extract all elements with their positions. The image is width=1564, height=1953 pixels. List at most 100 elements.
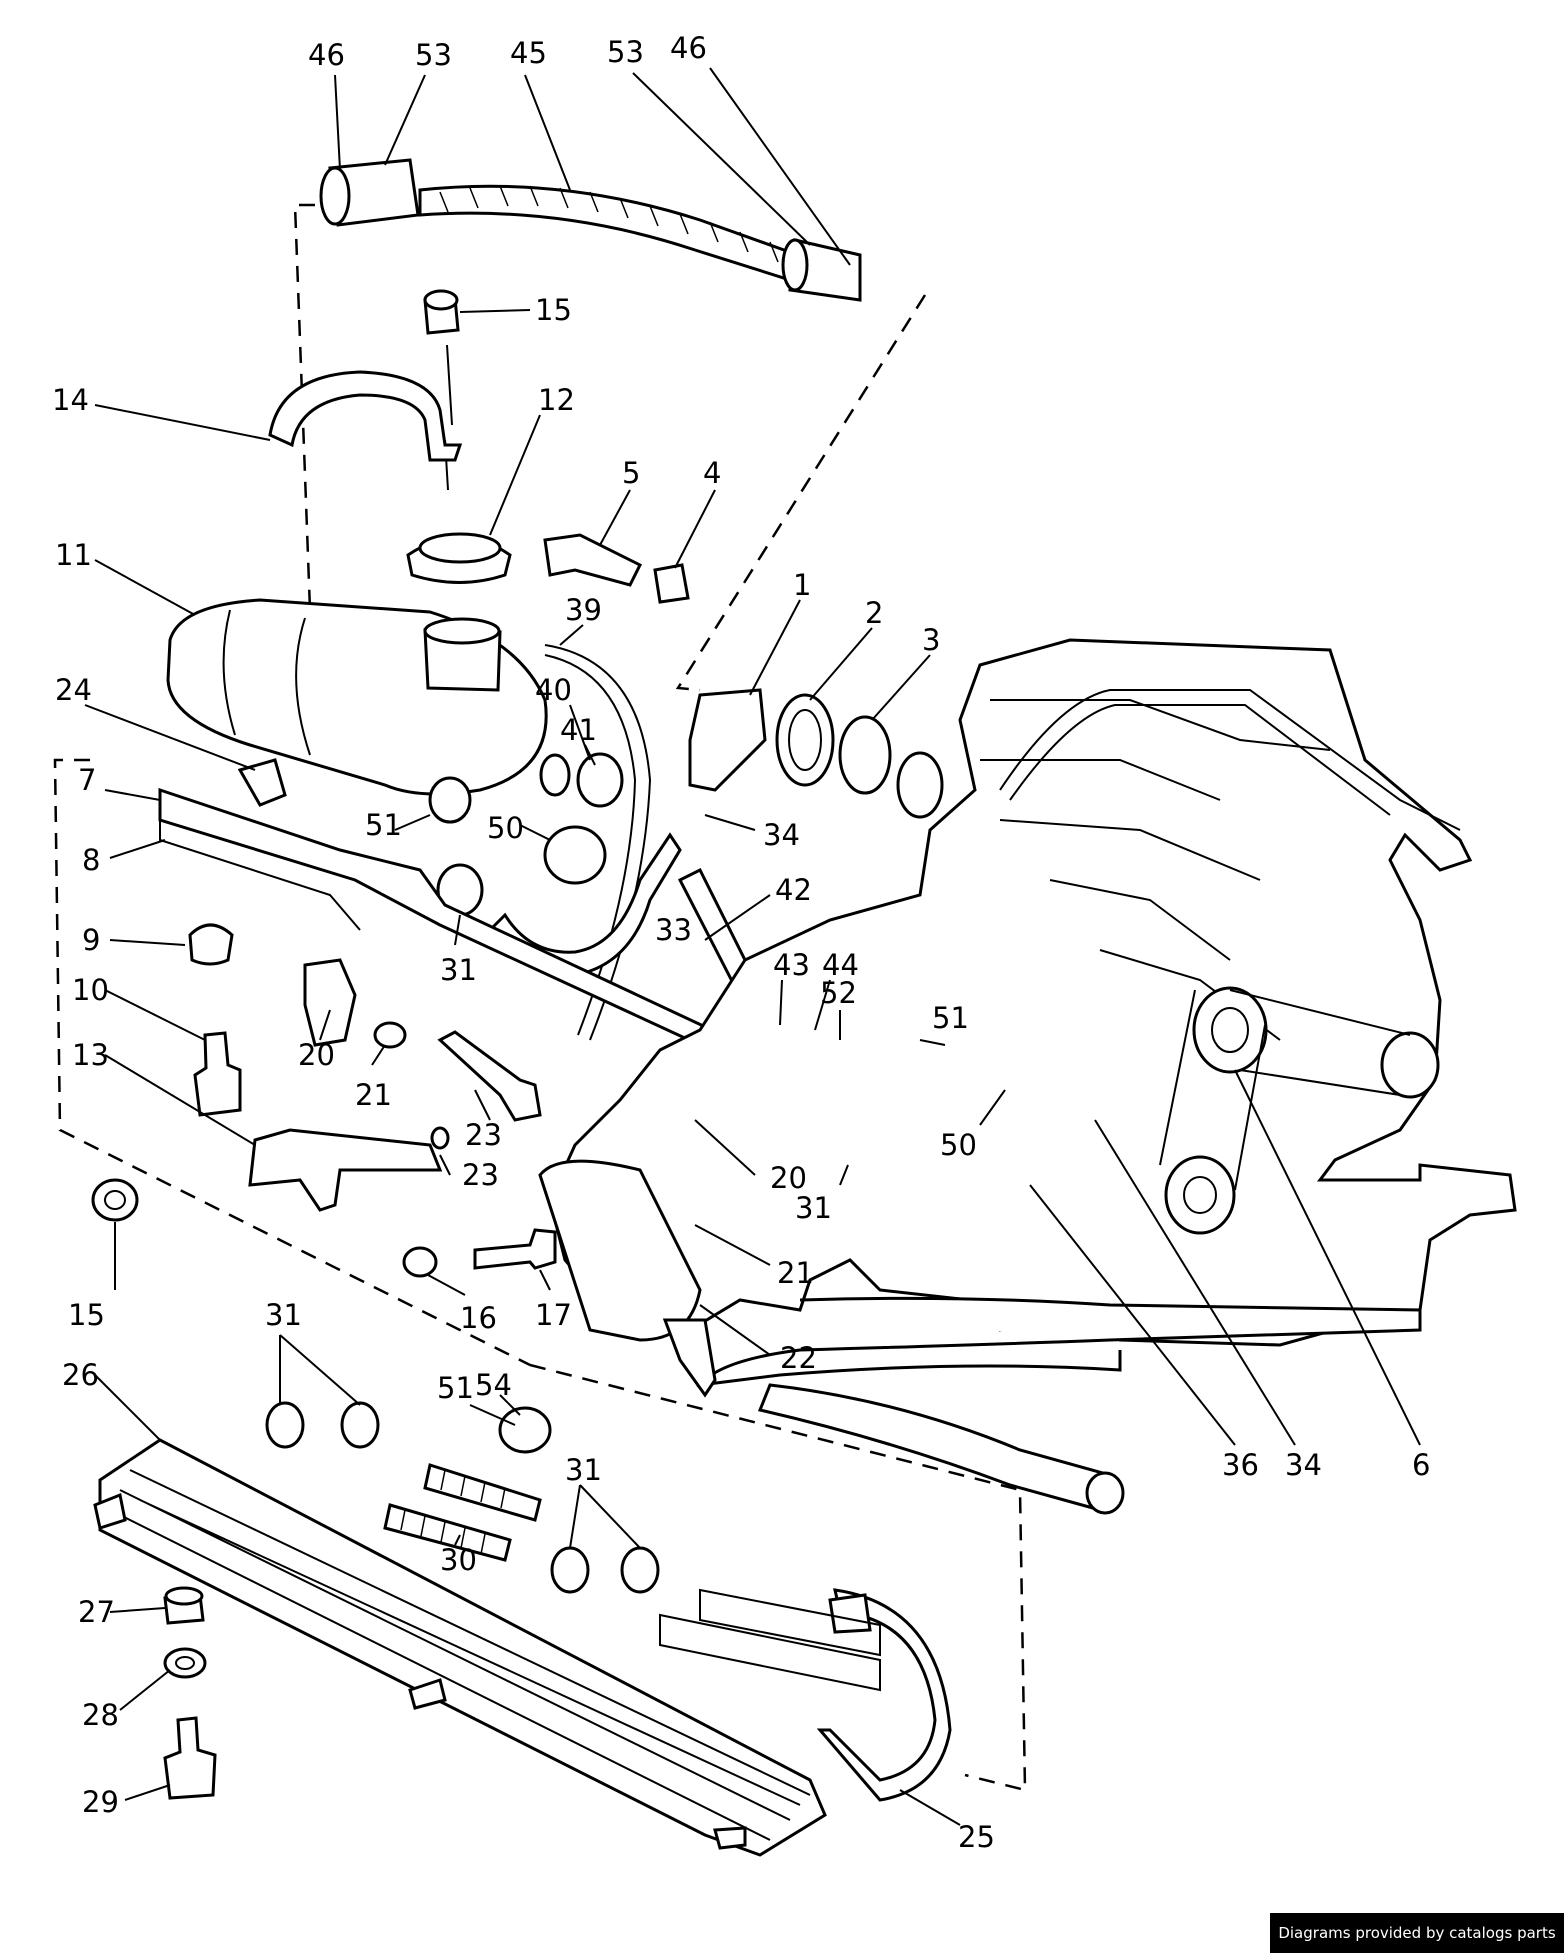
engine-manifold (980, 699, 1331, 1041)
leader-14 (94, 404, 271, 441)
leader-10 (104, 989, 206, 1041)
callout-17: 17 (535, 1298, 572, 1332)
leader-44 (814, 979, 831, 1031)
leader-30 (454, 1534, 461, 1546)
callout-31: 31 (440, 953, 477, 987)
callout-5: 5 (622, 456, 640, 490)
callout-34: 34 (1285, 1448, 1322, 1482)
leader-lines (84, 67, 1421, 1826)
callout-3: 3 (922, 623, 940, 657)
bracket-20-left (303, 958, 357, 1047)
engine-pipe (999, 689, 1461, 831)
callout-9: 9 (82, 923, 100, 957)
leader-53-right (632, 72, 811, 246)
callout-2: 2 (865, 596, 883, 630)
clamp-51-upper (428, 776, 472, 824)
leader-22 (699, 1304, 771, 1356)
crossmember (696, 1296, 1422, 1387)
callout-40: 40 (535, 673, 572, 707)
leader-13 (104, 1054, 256, 1146)
bolt-17 (473, 1228, 557, 1270)
leader-40 (569, 704, 591, 761)
strap-25 (816, 1588, 952, 1802)
leader-46-right (709, 67, 851, 266)
leader-21-left (371, 1044, 386, 1066)
tank-outlet (539, 753, 571, 797)
leader-23-lower (439, 1154, 451, 1176)
leader-46-left (334, 74, 341, 171)
callout-28: 28 (82, 1698, 119, 1732)
washer-28 (163, 1647, 207, 1679)
hose-30-texture (400, 1469, 506, 1555)
callout-6: 6 (1412, 1448, 1430, 1482)
leader-34-lower (1094, 1119, 1296, 1446)
bracket-13-stud (430, 1126, 450, 1150)
leader-25 (899, 1789, 961, 1826)
leader-20-right (694, 1119, 756, 1176)
leader-31-lower-right (569, 1484, 641, 1549)
callout-31: 31 (565, 1453, 602, 1487)
clip-31-lower-b (340, 1401, 380, 1449)
callout-21: 21 (777, 1256, 814, 1290)
callout-34: 34 (763, 818, 800, 852)
clip-21-left (373, 1021, 407, 1049)
tank-band-left (222, 609, 236, 736)
clamp-46-right-end (781, 238, 809, 292)
gasket-2-inner (788, 709, 822, 771)
lower-tube (757, 1383, 1112, 1512)
radiator-26-tab-bottom (713, 1826, 747, 1850)
leader-31-upper (454, 914, 461, 946)
callout-46: 46 (670, 31, 707, 65)
leader-12 (489, 414, 541, 536)
leader-41 (584, 744, 596, 766)
thermostat-housing-1 (688, 688, 767, 792)
hose-45-texture (439, 185, 779, 263)
leader-42 (704, 894, 771, 941)
callout-20: 20 (770, 1161, 807, 1195)
clip-31-lower-c (550, 1546, 590, 1594)
callout-4: 4 (703, 456, 721, 490)
nut-15-left (91, 1178, 139, 1222)
leader-27 (109, 1607, 166, 1613)
gasket-2 (775, 693, 835, 787)
credit-banner: Diagrams provided by catalogs parts (1270, 1913, 1564, 1953)
callout-20: 20 (298, 1038, 335, 1072)
leader-31-lower-left (279, 1334, 361, 1406)
overflow-pipe-39 (544, 644, 652, 1041)
bracket-14 (268, 370, 463, 462)
callout-23: 23 (462, 1158, 499, 1192)
thermostat-3 (838, 715, 892, 795)
leader-51-upper (394, 814, 431, 831)
leader-1 (749, 599, 801, 696)
callout-51: 51 (365, 808, 402, 842)
grommet-9 (188, 923, 234, 966)
clamp-46-left-end (319, 166, 351, 226)
callout-30: 30 (440, 1543, 477, 1577)
callout-29: 29 (82, 1785, 119, 1819)
callout-50: 50 (940, 1128, 977, 1162)
pulley-6-upper-hub (1211, 1007, 1249, 1053)
nut-15-top-face (423, 289, 459, 311)
callout-21: 21 (355, 1078, 392, 1112)
callout-24: 24 (55, 673, 92, 707)
leader-8 (109, 839, 166, 859)
callout-44: 44 (822, 948, 859, 982)
leader-36 (1029, 1184, 1236, 1446)
radiator-26-tab-left (93, 1492, 127, 1530)
callout-53: 53 (607, 35, 644, 69)
callout-54: 54 (475, 1368, 512, 1402)
callout-15: 15 (535, 293, 572, 327)
callout-43: 43 (773, 948, 810, 982)
tank-band-right (295, 617, 311, 756)
drive-belt (1159, 989, 1411, 1191)
leader-6 (1234, 1069, 1421, 1446)
bushing-27-top (164, 1586, 204, 1606)
radiator-cap-12-top (418, 532, 502, 564)
leader-5 (599, 489, 631, 546)
leader-29 (124, 1784, 171, 1801)
callout-16: 16 (460, 1301, 497, 1335)
pulley-6-lower (1164, 1155, 1236, 1235)
leader-51-mid (919, 1039, 946, 1046)
